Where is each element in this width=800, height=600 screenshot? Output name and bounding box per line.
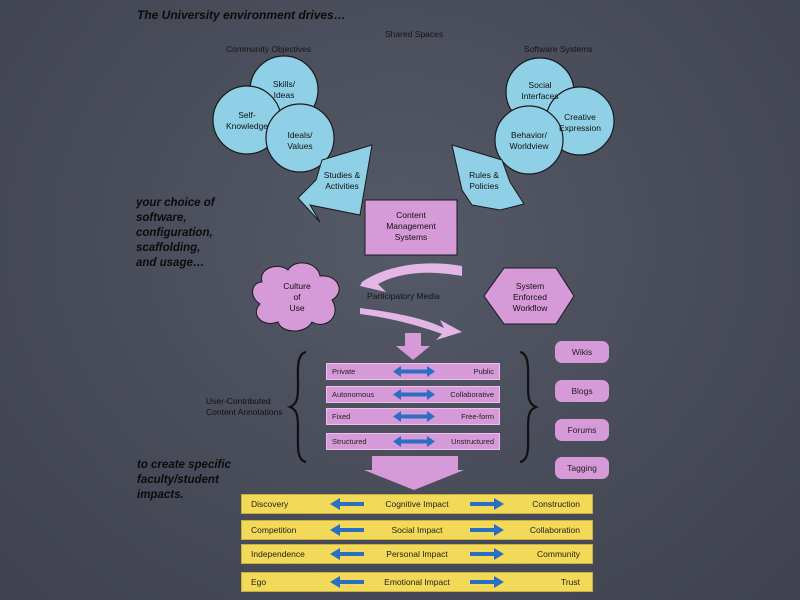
down-arrow-large bbox=[364, 456, 464, 490]
creative-expression-label: Creative Expression bbox=[558, 112, 602, 133]
software-systems-label: Software Systems bbox=[524, 44, 593, 54]
spectrum-left-label: Private bbox=[332, 367, 356, 376]
spectrum-private-public: Private Public bbox=[326, 363, 500, 380]
studies-activities-label: Studies & Activities bbox=[323, 170, 361, 191]
choice-note: your choice of software, configuration, … bbox=[136, 197, 215, 269]
spectrum-left-label: Autonomous bbox=[332, 390, 375, 399]
social-interfaces-label: Social Interfaces bbox=[521, 80, 559, 101]
spectrum-left-label: Fixed bbox=[332, 412, 351, 421]
tool-wikis: Wikis bbox=[555, 341, 609, 363]
impact-right-label: Construction bbox=[532, 499, 580, 509]
impact-right-label: Trust bbox=[560, 577, 580, 587]
spectrum-right-label: Public bbox=[473, 367, 494, 376]
down-arrow-small bbox=[396, 333, 430, 360]
double-arrow-icon bbox=[393, 389, 435, 400]
arrow-right-icon bbox=[470, 524, 504, 536]
shared-spaces-label: Shared Spaces bbox=[385, 29, 444, 39]
participatory-media-label: Participatory Media bbox=[367, 291, 440, 301]
arrow-right-icon bbox=[470, 498, 504, 510]
impact-center-label: Cognitive Impact bbox=[385, 499, 449, 509]
spectrum-fixed-freeform: Fixed Free-form bbox=[326, 408, 500, 425]
spectrum-right-label: Free-form bbox=[461, 412, 494, 421]
swoosh-top bbox=[360, 263, 462, 292]
behavior-worldview-label: Behavior/ Worldview bbox=[509, 130, 549, 151]
skills-ideas-label: Skills/ Ideas bbox=[272, 79, 296, 100]
tool-forums: Forums bbox=[555, 419, 609, 441]
rules-policies-label: Rules & Policies bbox=[469, 170, 499, 191]
page-title: The University environment drives… bbox=[137, 8, 346, 22]
arrow-rules-policies bbox=[451, 144, 525, 211]
double-arrow-icon bbox=[393, 366, 435, 377]
impact-center-label: Emotional Impact bbox=[384, 577, 450, 587]
impact-cognitive: Discovery Cognitive Impact Construction bbox=[241, 494, 593, 514]
impact-center-label: Social Impact bbox=[391, 525, 443, 535]
impact-left-label: Independence bbox=[251, 549, 305, 559]
system-hexagon bbox=[483, 267, 575, 325]
impact-emotional: Ego Emotional Impact Trust bbox=[241, 572, 593, 592]
right-brace bbox=[519, 350, 540, 464]
impact-left-label: Ego bbox=[251, 577, 267, 587]
arrow-right-icon bbox=[470, 576, 504, 588]
swoosh-bottom bbox=[360, 308, 462, 340]
impact-personal: Independence Personal Impact Community bbox=[241, 544, 593, 564]
arrow-left-icon bbox=[330, 524, 364, 536]
impact-center-label: Personal Impact bbox=[386, 549, 448, 559]
double-arrow-icon bbox=[393, 411, 435, 422]
impact-right-label: Community bbox=[537, 549, 580, 559]
culture-cloud bbox=[252, 262, 340, 332]
tool-blogs: Blogs bbox=[555, 380, 609, 402]
arrow-studies-activities bbox=[297, 144, 373, 223]
spectrum-autonomous-collaborative: Autonomous Collaborative bbox=[326, 386, 500, 403]
impact-social: Competition Social Impact Collaboration bbox=[241, 520, 593, 540]
spectrum-left-label: Structured bbox=[332, 437, 367, 446]
create-note: to create specific faculty/student impac… bbox=[137, 459, 231, 501]
spectrum-structured-unstructured: Structured Unstructured bbox=[326, 433, 500, 450]
circle-behavior-worldview bbox=[494, 105, 564, 175]
tool-tagging: Tagging bbox=[555, 457, 609, 479]
annotations-label: User-Contributed Content Annotations bbox=[206, 396, 283, 417]
system-workflow-label: System Enforced Workflow bbox=[512, 281, 548, 313]
arrow-left-icon bbox=[330, 576, 364, 588]
ideals-values-label: Ideals/ Values bbox=[287, 130, 313, 151]
cms-box bbox=[364, 199, 458, 256]
spectrum-right-label: Collaborative bbox=[450, 390, 494, 399]
spectrum-right-label: Unstructured bbox=[451, 437, 494, 446]
self-knowledge-label: Self- Knowledge bbox=[225, 110, 269, 131]
culture-of-use-label: Culture of Use bbox=[283, 281, 311, 313]
circle-ideals-values bbox=[265, 103, 335, 173]
impact-right-label: Collaboration bbox=[529, 525, 580, 535]
double-arrow-icon bbox=[393, 436, 435, 447]
arrow-left-icon bbox=[330, 498, 364, 510]
community-objectives-label: Community Objectives bbox=[226, 44, 312, 54]
cms-label: Content Management Systems bbox=[386, 210, 436, 242]
impact-left-label: Discovery bbox=[251, 499, 289, 509]
arrow-left-icon bbox=[330, 548, 364, 560]
arrow-right-icon bbox=[470, 548, 504, 560]
left-brace bbox=[286, 350, 307, 464]
impact-left-label: Competition bbox=[251, 525, 297, 535]
